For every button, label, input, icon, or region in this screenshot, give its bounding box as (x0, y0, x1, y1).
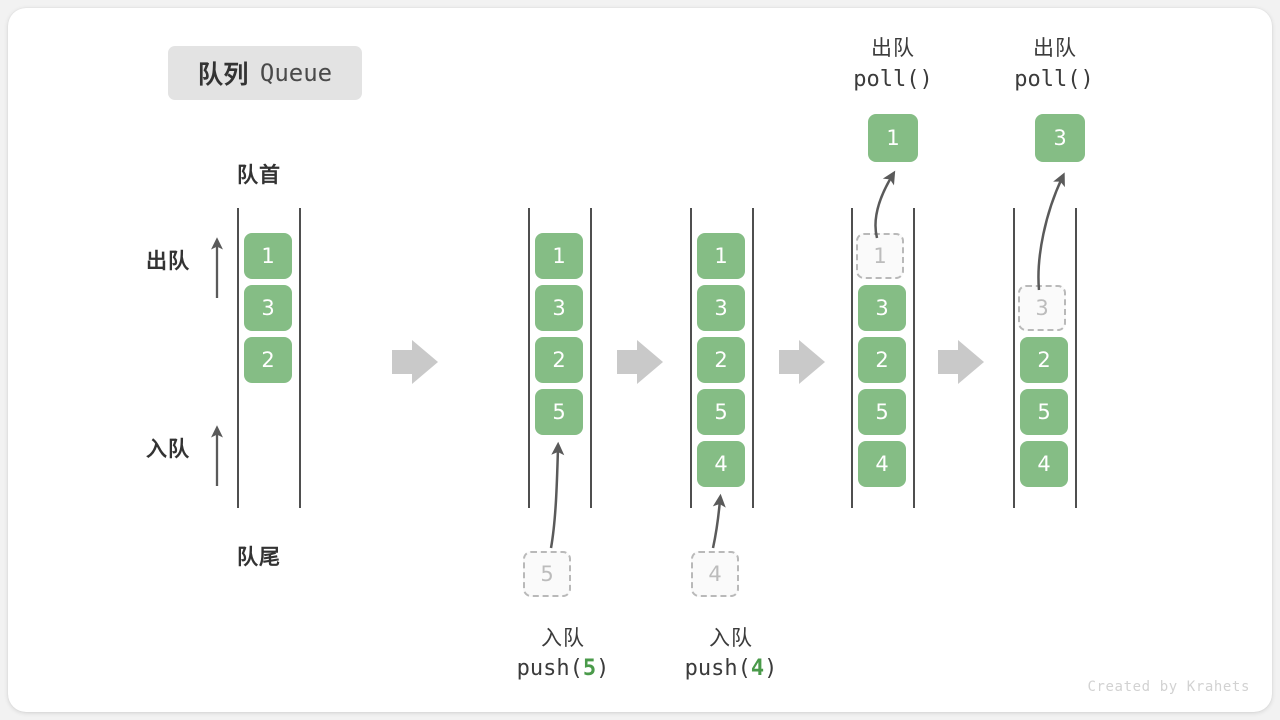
code-suffix: ) (596, 656, 610, 681)
ghost-item-incoming: 5 (523, 551, 571, 597)
rail-right-stage-2 (590, 208, 592, 508)
label-front: 队首 (237, 163, 281, 187)
popped-item: 1 (868, 114, 918, 162)
queue-item: 3 (697, 285, 745, 331)
title-badge: 队列 Queue (168, 46, 362, 100)
caption-dequeue-cn-stage-5: 出队 (1033, 36, 1077, 60)
rail-right-stage-1 (299, 208, 301, 508)
rail-left-stage-3 (690, 208, 692, 508)
rail-left-stage-1 (237, 208, 239, 508)
code-arg: 5 (582, 656, 597, 681)
code-prefix: push( (516, 656, 583, 681)
code-suffix: ) (764, 656, 778, 681)
queue-item: 2 (697, 337, 745, 383)
queue-item: 2 (858, 337, 906, 383)
code-arg: 4 (750, 656, 765, 681)
caption-poll-code-stage-4: poll() (853, 67, 933, 92)
rail-left-stage-2 (528, 208, 530, 508)
caption-push-code-stage-3: push(4) (666, 656, 796, 681)
caption-dequeue-cn-stage-4: 出队 (871, 36, 915, 60)
queue-item: 4 (858, 441, 906, 487)
queue-item: 1 (535, 233, 583, 279)
title-en: Queue (259, 59, 333, 87)
caption-poll-code-stage-5: poll() (1014, 67, 1094, 92)
queue-item-new: 4 (697, 441, 745, 487)
queue-item: 3 (858, 285, 906, 331)
ghost-item-outgoing: 1 (856, 233, 904, 279)
watermark: Created by Krahets (1087, 679, 1250, 695)
rail-left-stage-4 (851, 208, 853, 508)
caption-enqueue-cn-stage-2: 入队 (541, 626, 585, 650)
code-prefix: push( (684, 656, 751, 681)
label-dequeue: 出队 (146, 249, 190, 273)
rail-right-stage-5 (1075, 208, 1077, 508)
popped-item: 3 (1035, 114, 1085, 162)
caption-push-code-stage-2: push(5) (498, 656, 628, 681)
queue-item: 1 (244, 233, 292, 279)
queue-item: 1 (697, 233, 745, 279)
queue-item: 4 (1020, 441, 1068, 487)
queue-item: 3 (535, 285, 583, 331)
rail-right-stage-3 (752, 208, 754, 508)
caption-enqueue-cn-stage-3: 入队 (709, 626, 753, 650)
ghost-item-incoming: 4 (691, 551, 739, 597)
label-rear: 队尾 (237, 545, 281, 569)
queue-item: 2 (1020, 337, 1068, 383)
ghost-item-outgoing: 3 (1018, 285, 1066, 331)
rail-left-stage-5 (1013, 208, 1015, 508)
queue-item: 3 (244, 285, 292, 331)
queue-item-new: 5 (535, 389, 583, 435)
queue-item: 5 (858, 389, 906, 435)
rail-right-stage-4 (913, 208, 915, 508)
label-enqueue: 入队 (146, 437, 190, 461)
queue-item: 5 (1020, 389, 1068, 435)
queue-item: 2 (244, 337, 292, 383)
title-cn: 队列 (197, 60, 249, 89)
queue-item: 5 (697, 389, 745, 435)
queue-item: 2 (535, 337, 583, 383)
diagram-card (8, 8, 1272, 712)
